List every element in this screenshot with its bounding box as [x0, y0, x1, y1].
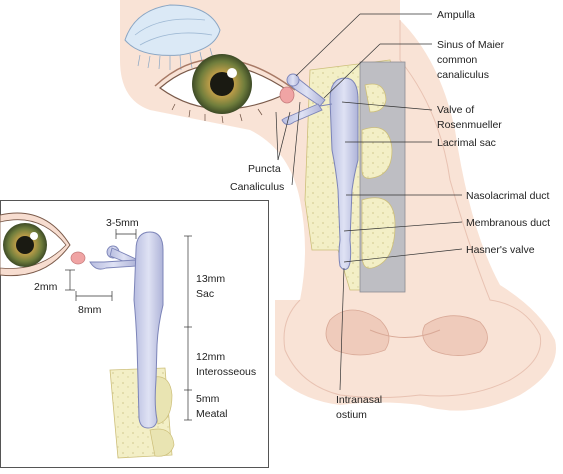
inset-sac-and-duct — [133, 231, 164, 429]
label-valve-line1: Valve of — [437, 104, 474, 116]
label-meatal: Meatal — [196, 408, 228, 420]
label-12mm: 12mm — [196, 351, 225, 363]
eyebrow — [124, 4, 221, 71]
label-interosseous: Interosseous — [196, 366, 256, 378]
label-lacrimal-sac: Lacrimal sac — [437, 137, 496, 149]
label-ampulla: Ampulla — [437, 9, 475, 21]
label-sinus-line3: canaliculus — [437, 69, 489, 81]
label-8mm: 8mm — [78, 304, 102, 316]
label-puncta: Puncta — [248, 163, 281, 175]
leader-lines — [275, 13, 463, 391]
inset-caruncle — [70, 251, 86, 265]
lower-canaliculus — [281, 103, 323, 125]
middle-turbinate — [361, 127, 393, 179]
main-lacrimal-system — [281, 73, 359, 271]
label-ostium-line2: ostium — [336, 409, 367, 421]
label-valve-line2: Rosenmueller — [437, 119, 502, 131]
ampulla — [286, 73, 300, 87]
inferior-turbinate — [361, 197, 396, 269]
label-2mm: 2mm — [34, 281, 58, 293]
main-labels: Ampulla Sinus of Maier common canaliculu… — [230, 9, 550, 421]
label-canaliculus: Canaliculus — [230, 181, 284, 193]
label-ostium-line1: Intranasal — [336, 394, 382, 406]
label-nasolacrimal-duct: Nasolacrimal duct — [466, 190, 550, 202]
eye-highlight — [227, 68, 237, 78]
inset-dimension-lines — [65, 229, 192, 421]
label-membranous-duct: Membranous duct — [466, 217, 550, 229]
label-13mm: 13mm — [196, 273, 225, 285]
label-3-5mm: 3-5mm — [106, 217, 139, 229]
pupil — [210, 72, 234, 96]
label-5mm: 5mm — [196, 393, 220, 405]
caruncle — [279, 86, 295, 104]
label-sinus-line2: common — [437, 54, 477, 66]
lacrimal-sac-and-duct — [329, 77, 359, 271]
label-sac: Sac — [196, 288, 214, 300]
inset-panel: 3-5mm 2mm 8mm 13mm Sac 12mm Interosseous… — [0, 200, 269, 468]
main-eye — [154, 54, 296, 124]
label-hasners-valve: Hasner's valve — [466, 244, 535, 256]
label-sinus-line1: Sinus of Maier — [437, 39, 505, 51]
